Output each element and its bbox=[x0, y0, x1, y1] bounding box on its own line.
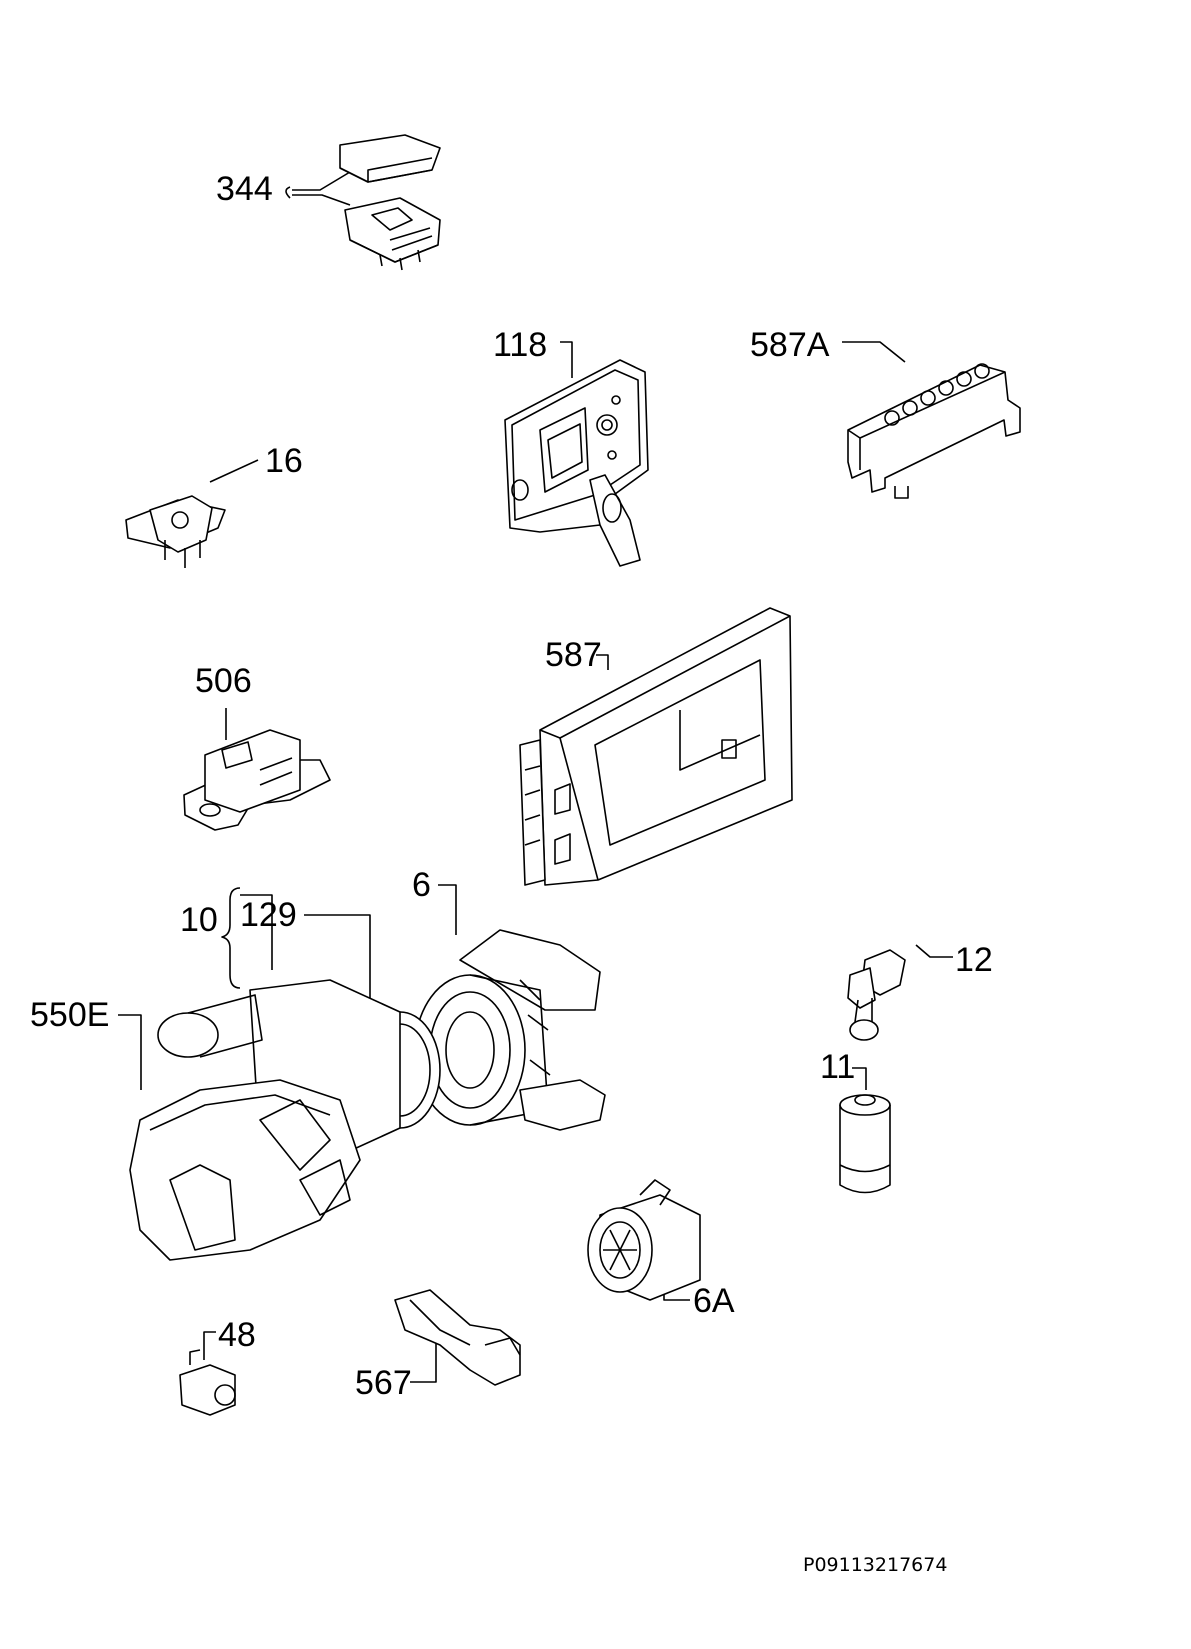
callout-16: 16 bbox=[265, 442, 303, 480]
drawing-code: P09113217674 bbox=[803, 1554, 948, 1576]
part-118-drawing bbox=[504, 359, 649, 567]
callout-550e: 550E bbox=[30, 996, 110, 1034]
callout-129: 129 bbox=[240, 896, 297, 934]
callout-12: 12 bbox=[955, 941, 993, 979]
callout-344: 344 bbox=[216, 170, 273, 208]
part-11-drawing bbox=[839, 1094, 891, 1194]
part-48-drawing bbox=[179, 1349, 236, 1416]
callout-6: 6 bbox=[412, 866, 431, 904]
leader-lines bbox=[118, 171, 953, 1383]
part-6-drawing bbox=[414, 929, 606, 1131]
part-567-drawing bbox=[394, 1289, 521, 1386]
callout-118: 118 bbox=[493, 326, 548, 364]
part-587a-drawing bbox=[847, 363, 1021, 499]
callout-587a: 587A bbox=[750, 326, 830, 364]
part-550e-drawing bbox=[129, 979, 441, 1261]
part-6a-drawing bbox=[587, 1179, 701, 1301]
part-587-drawing bbox=[519, 607, 793, 886]
callout-6a: 6A bbox=[693, 1282, 735, 1320]
callout-11: 11 bbox=[820, 1048, 856, 1086]
callout-587: 587 bbox=[545, 636, 602, 674]
callout-506: 506 bbox=[195, 662, 252, 700]
part-12-drawing bbox=[847, 949, 906, 1041]
part-506-drawing bbox=[183, 729, 331, 831]
part-16-drawing bbox=[125, 495, 226, 568]
callout-48: 48 bbox=[218, 1316, 256, 1354]
part-344-drawing bbox=[339, 134, 441, 271]
callout-10: 10 bbox=[180, 901, 218, 939]
callout-567: 567 bbox=[355, 1364, 412, 1402]
